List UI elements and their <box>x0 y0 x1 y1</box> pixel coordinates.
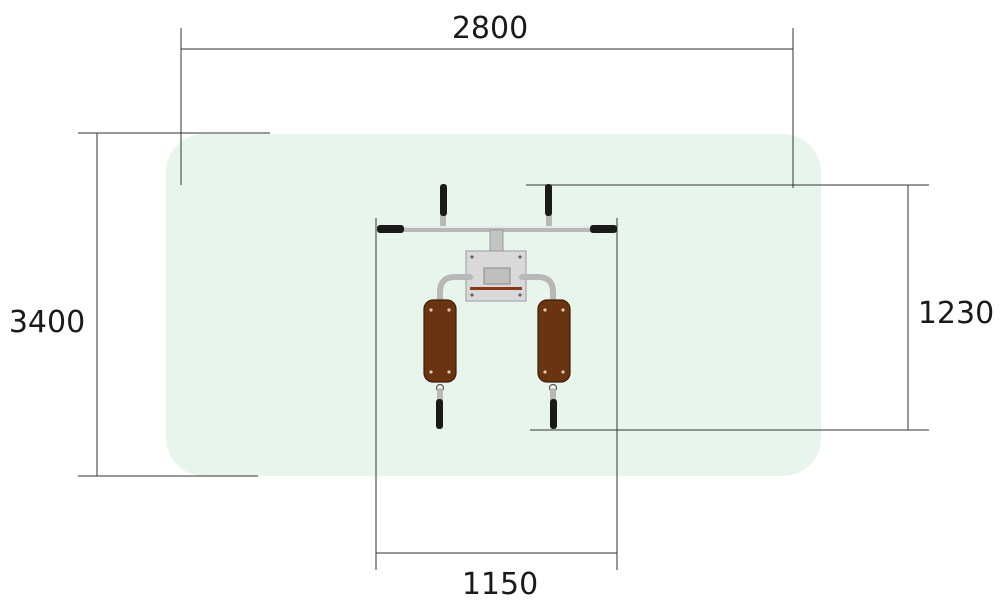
dimension-top: 2800 <box>180 11 794 188</box>
lower-right-handle <box>548 383 558 429</box>
parallel-bars-equipment <box>377 184 617 429</box>
right-end-grip <box>590 225 617 233</box>
left-arm <box>437 274 473 307</box>
dim-top-label: 2800 <box>452 11 528 46</box>
center-stem <box>489 229 504 255</box>
dim-bottom-label: 1150 <box>462 567 538 602</box>
top-crossbar <box>377 225 617 233</box>
dimension-left: 3400 <box>9 132 270 477</box>
mounting-plate <box>465 250 527 302</box>
dim-left-label: 3400 <box>9 305 85 340</box>
right-arm <box>519 274 556 307</box>
dim-right-label: 1230 <box>918 296 994 331</box>
dimension-bottom: 1150 <box>375 218 618 602</box>
safety-zone <box>166 134 821 476</box>
upper-left-handle <box>440 184 447 231</box>
left-end-grip <box>377 225 404 233</box>
lower-left-handle <box>435 383 445 429</box>
dimension-right: 1230 <box>526 184 994 431</box>
right-arm-pad <box>537 299 571 383</box>
upper-right-handle <box>545 184 552 231</box>
left-arm-pad <box>423 299 457 383</box>
